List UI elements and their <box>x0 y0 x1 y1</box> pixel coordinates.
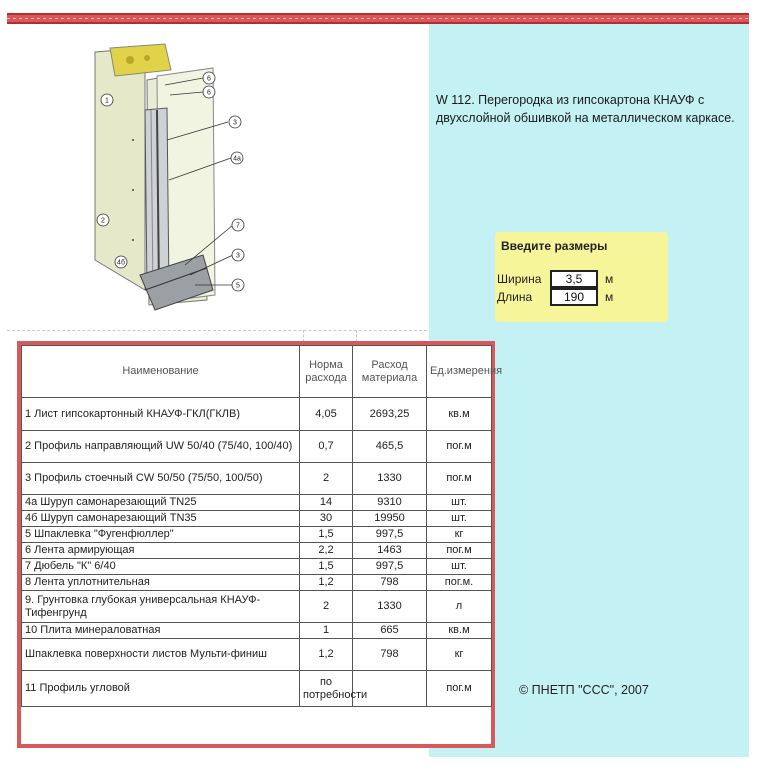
cell-total: 798 <box>352 574 427 591</box>
cell-norm: 1,2 <box>299 638 353 671</box>
cell-name: 3 Профиль стоечный CW 50/50 (75/50, 100/… <box>21 462 300 495</box>
cell-norm: 2 <box>299 462 353 495</box>
diagram-label: 6 <box>207 76 211 83</box>
table-row: Шпаклевка поверхности листов Мульти-фини… <box>21 638 492 671</box>
width-label: Ширина <box>497 272 542 286</box>
header-total: Расход материала <box>352 345 427 398</box>
header-name: Наименование <box>21 345 300 398</box>
materials-table-container: Наименование Норма расхода Расход матери… <box>17 341 502 748</box>
cell-name: 4а Шуруп самонарезающий TN25 <box>21 494 300 511</box>
cell-name: 10 Плита минераловатная <box>21 622 300 639</box>
cell-norm: 30 <box>299 510 353 527</box>
cell-name: 1 Лист гипсокартонный КНАУФ-ГКЛ(ГКЛВ) <box>21 397 300 431</box>
copyright-text: © ПНЕТП "ССС", 2007 <box>519 683 649 697</box>
cell-norm: 1,5 <box>299 558 353 575</box>
cell-norm: по потребности <box>299 670 367 707</box>
cell-norm: 0,7 <box>299 430 353 463</box>
cell-unit: кв.м <box>426 397 492 431</box>
table-row: 2 Профиль направляющий UW 50/40 (75/40, … <box>21 430 492 463</box>
cell-unit: кв.м <box>426 622 492 639</box>
cell-total: 997,5 <box>352 526 427 543</box>
cell-total: 798 <box>352 638 427 671</box>
cell-unit: пог.м. <box>426 574 492 591</box>
diagram-label: 4б <box>117 259 125 267</box>
cell-name: 6 Лента армирующая <box>21 542 300 559</box>
diagram-label: 6 <box>207 90 211 97</box>
table-row: 3 Профиль стоечный CW 50/50 (75/50, 100/… <box>21 462 492 495</box>
cell-total: 2693,25 <box>352 397 427 431</box>
grid-line <box>7 330 427 331</box>
grid-line <box>303 330 304 342</box>
cell-unit: шт. <box>426 494 492 511</box>
cell-norm: 14 <box>299 494 353 511</box>
cell-norm: 2 <box>299 590 353 623</box>
diagram-label: 1 <box>105 98 109 105</box>
cell-total: 665 <box>352 622 427 639</box>
cell-name: Шпаклевка поверхности листов Мульти-фини… <box>21 638 300 671</box>
cell-norm: 4,05 <box>299 397 353 431</box>
length-unit: м <box>605 290 614 304</box>
cell-norm: 1 <box>299 622 353 639</box>
cell-name: 2 Профиль направляющий UW 50/40 (75/40, … <box>21 430 300 463</box>
cell-name: 7 Дюбель "К" 6/40 <box>21 558 300 575</box>
dimensions-input-box: Введите размеры Ширина 3,5 м Длина 190 м <box>495 232 668 322</box>
materials-table: Наименование Норма расхода Расход матери… <box>21 345 502 707</box>
diagram-label: 4а <box>233 156 241 163</box>
cell-total: 1330 <box>352 462 427 495</box>
header-norm: Норма расхода <box>299 345 353 398</box>
cell-norm: 2,2 <box>299 542 353 559</box>
diagram-label: 3 <box>236 253 240 260</box>
cell-total: 1463 <box>352 542 427 559</box>
cell-total: 465,5 <box>352 430 427 463</box>
partition-diagram: 1 6 6 3 4а 2 7 3 5 4б <box>94 43 245 311</box>
page-title: W 112. Перегородка из гипсокартона КНАУФ… <box>436 93 735 125</box>
cell-total: 997,5 <box>352 558 427 575</box>
cell-name: 8 Лента уплотнительная <box>21 574 300 591</box>
cell-total: 1330 <box>352 590 427 623</box>
cell-name: 11 Профиль угловой <box>21 670 300 707</box>
dimensions-heading: Введите размеры <box>501 239 608 253</box>
cell-norm: 1,5 <box>299 526 353 543</box>
cell-unit: кг <box>426 526 492 543</box>
length-input[interactable]: 190 <box>550 288 598 306</box>
cell-name: 4б Шуруп самонарезающий TN35 <box>21 510 300 527</box>
diagram-label: 5 <box>236 283 240 290</box>
table-row: 9. Грунтовка глубокая универсальная КНАУ… <box>21 590 492 623</box>
cell-unit: пог.м <box>426 670 492 707</box>
diagram-label: 3 <box>233 120 237 127</box>
length-label: Длина <box>497 290 533 304</box>
cell-total: 9310 <box>352 494 427 511</box>
cell-norm: 1,2 <box>299 574 353 591</box>
top-border-bar <box>7 13 749 24</box>
cell-total <box>352 670 427 707</box>
diagram-label: 2 <box>101 218 105 225</box>
cell-name: 5 Шпаклевка "Фугенфюллер" <box>21 526 300 543</box>
cell-unit: шт. <box>426 510 492 527</box>
cell-unit: пог.м <box>426 462 492 495</box>
cell-unit: кг <box>426 638 492 671</box>
table-row: 1 Лист гипсокартонный КНАУФ-ГКЛ(ГКЛВ)4,0… <box>21 397 492 431</box>
table-body: 1 Лист гипсокартонный КНАУФ-ГКЛ(ГКЛВ)4,0… <box>21 397 492 707</box>
cell-unit: л <box>426 590 492 623</box>
cell-unit: шт. <box>426 558 492 575</box>
width-input[interactable]: 3,5 <box>550 270 598 288</box>
cell-unit: пог.м <box>426 542 492 559</box>
width-unit: м <box>605 272 614 286</box>
cell-name: 9. Грунтовка глубокая универсальная КНАУ… <box>21 590 300 623</box>
diagram-label: 7 <box>236 223 240 230</box>
cell-total: 19950 <box>352 510 427 527</box>
grid-line <box>356 330 357 342</box>
cell-unit: пог.м <box>426 430 492 463</box>
header-unit: Ед.измерения <box>426 345 502 398</box>
